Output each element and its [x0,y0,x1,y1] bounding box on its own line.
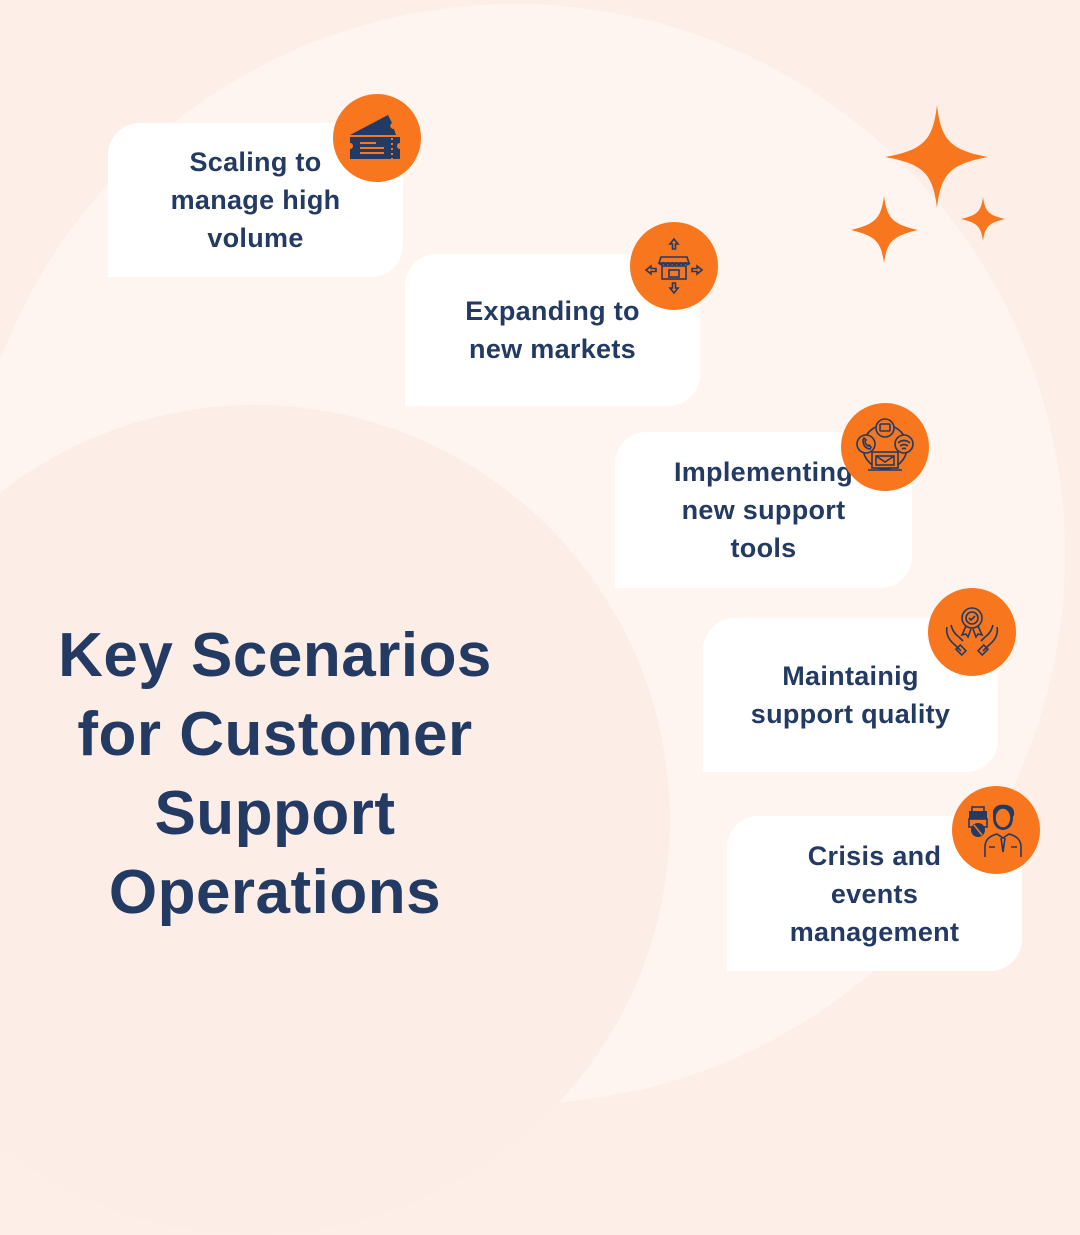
support-channels-icon-badge [841,403,929,491]
support-channels-icon [856,418,914,471]
scenario-label: Scaling to manage high volume [170,147,341,253]
title-line: Support [154,779,396,848]
crisis-manager-icon-badge [952,786,1040,874]
ticket-icon-badge [333,94,421,182]
sparkles-icon [851,105,1005,263]
ticket-icon [350,115,400,159]
scenario-label: Crisis and events management [789,840,960,947]
store-expansion-icon-badge [630,222,718,310]
title-line: Key Scenarios [58,621,492,690]
store-expansion-icon [644,237,704,295]
title-line: Operations [108,858,442,927]
scenario-label: Expanding to new markets [465,296,640,364]
scenario-label: Maintainig support quality [750,661,951,729]
page-title: Key Scenarios for Customer Support Opera… [20,616,530,932]
quality-award-hands-icon [945,607,999,657]
scenario-card-quality: Maintainig support quality [703,618,998,772]
scenario-label: Implementing new support tools [673,457,854,563]
title-line: for Customer [77,700,473,769]
scenario-card-scaling: Scaling to manage high volume [108,123,403,277]
quality-award-hands-icon-badge [928,588,1016,676]
crisis-manager-icon [968,804,1022,857]
